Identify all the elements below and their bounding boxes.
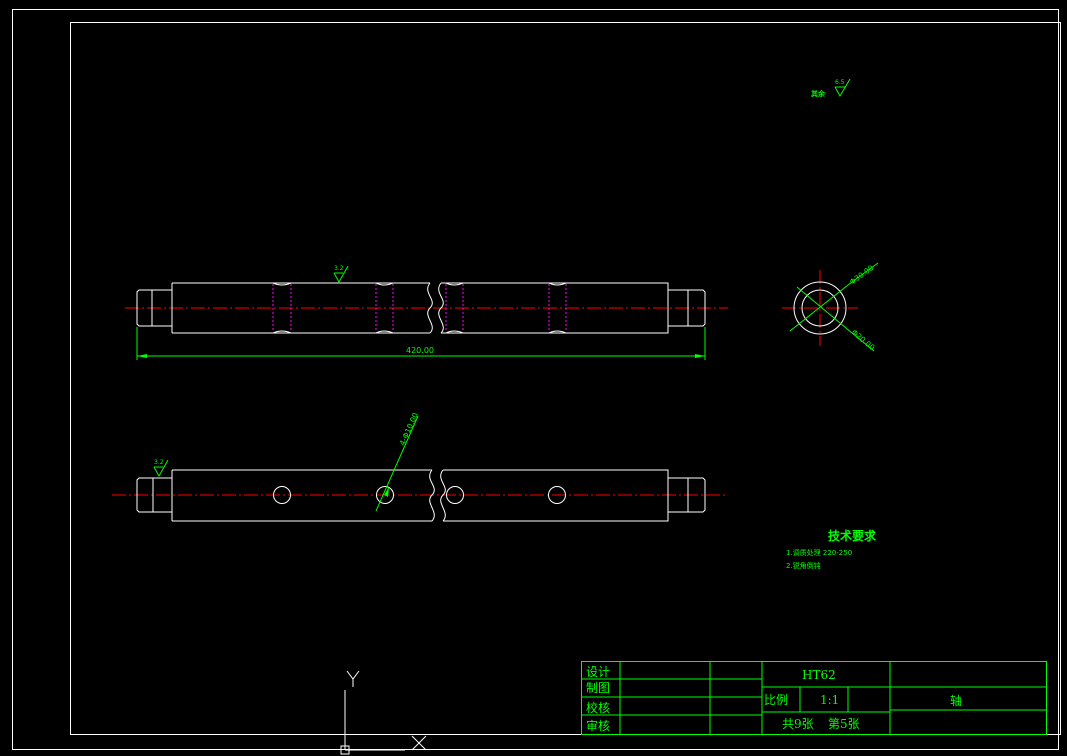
- hole-2: [376, 486, 394, 504]
- drawing-frame: [70, 22, 1061, 735]
- hole-dimension: 4-Φ10.00: [375, 411, 420, 512]
- tech-req-title: 技术要求: [828, 528, 877, 543]
- surface-finish-front: 3.2: [333, 265, 349, 284]
- tb-check: 校核: [586, 700, 610, 715]
- tb-part-name: 轴: [950, 693, 962, 708]
- tb-scale-label: 比例: [764, 693, 788, 707]
- ucs-icon: [340, 670, 427, 755]
- title-block: 设计 制图 校核 审核 HT62 比例 1:1 轴 共9张 第5张: [581, 661, 1047, 735]
- surface-finish-top-text: 6.5: [835, 79, 845, 86]
- tb-design: 设计: [586, 665, 610, 679]
- shaft-front-view: [125, 282, 728, 334]
- hole-3: [446, 486, 464, 504]
- length-dim-text: 420.00: [406, 346, 434, 355]
- hole-dim-text: 4-Φ10.00: [398, 411, 420, 447]
- surface-finish-general: 其余 6.5: [811, 78, 851, 98]
- tb-material: HT62: [802, 668, 836, 682]
- tech-req-item-2: 2.锐角倒钝: [786, 561, 821, 570]
- surface-finish-front-text: 3.2: [334, 265, 344, 272]
- surface-finish-bottom-text: 3.2: [154, 459, 164, 466]
- tb-sheet-number: 第5张: [828, 717, 860, 731]
- section-outer-circle: [793, 281, 847, 335]
- tb-sheets-total: 共9张: [782, 717, 814, 731]
- surface-finish-bottom: 3.2: [153, 459, 169, 478]
- section-inner-circle: [801, 289, 839, 327]
- section-outer-dim-text: Φ30.00: [848, 263, 876, 287]
- hole-4: [548, 486, 566, 504]
- tb-drawing: 制图: [586, 681, 610, 695]
- tb-review: 审核: [586, 718, 610, 733]
- section-inner-dim-text: Φ20.00: [850, 328, 877, 353]
- tb-scale-value: 1:1: [820, 693, 839, 707]
- length-dimension: 420.00: [136, 327, 706, 360]
- surface-finish-label: 其余: [811, 89, 826, 98]
- tech-req-item-1: 1.调质处理 220-250: [786, 548, 852, 557]
- hole-1: [273, 486, 291, 504]
- shaft-bottom-view: [112, 469, 728, 522]
- section-view: Φ30.00 Φ20.00: [782, 262, 879, 353]
- tech-requirements: 技术要求 1.调质处理 220-250 2.锐角倒钝: [786, 528, 877, 570]
- outer-border: [12, 9, 1059, 750]
